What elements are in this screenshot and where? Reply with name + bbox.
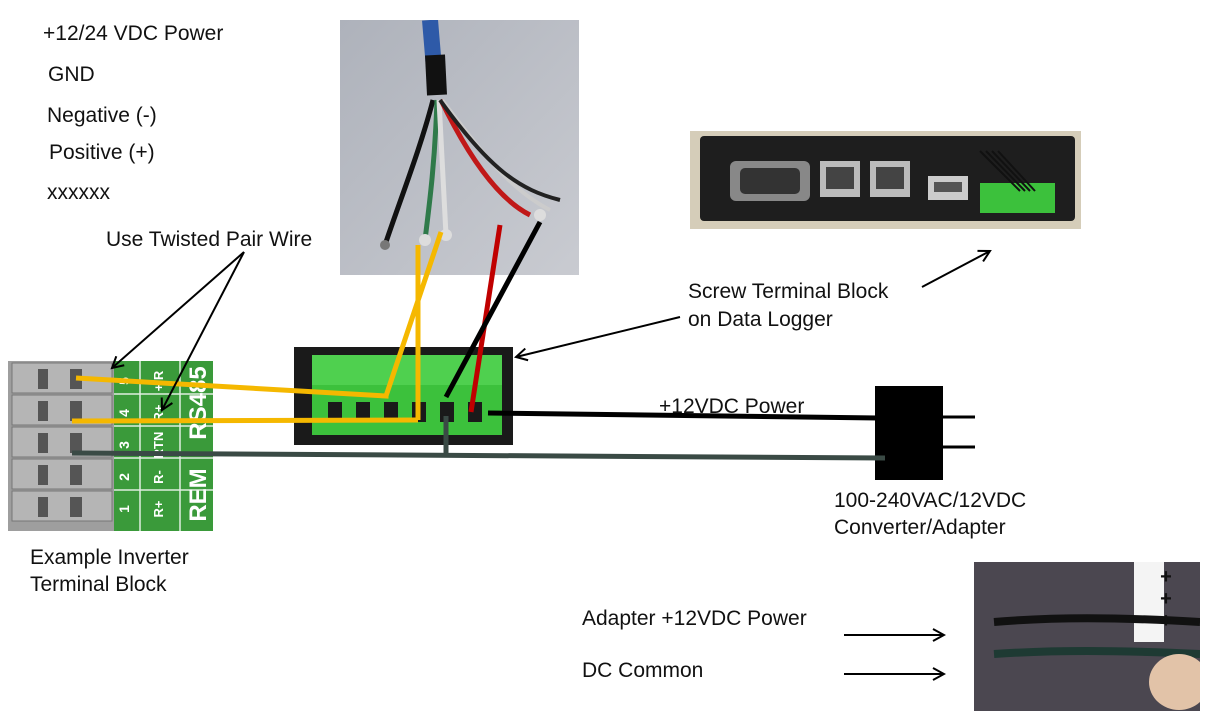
twisted-pair-up-a xyxy=(383,231,444,397)
inverter-terminal-drawing xyxy=(8,361,213,531)
data-logger-arrow xyxy=(921,251,990,288)
adapter-label-2: Converter/Adapter xyxy=(834,516,1006,539)
dc-common-label: DC Common xyxy=(582,659,704,682)
inverter-terminal-block xyxy=(8,361,213,531)
common-wire xyxy=(71,450,886,461)
adapter-wires-photo xyxy=(974,562,1200,711)
adapter-label-1: 100-240VAC/12VDC xyxy=(834,489,1027,512)
adapter-mark-3: + xyxy=(1160,610,1172,632)
legend-unused: xxxxxx xyxy=(47,181,110,204)
screw-terminal-label-2: on Data Logger xyxy=(688,308,833,331)
adapter-power-label: Adapter +12VDC Power xyxy=(582,607,807,630)
cable-photo-drawing xyxy=(340,20,579,275)
screw-terminal-label-1: Screw Terminal Block xyxy=(688,280,889,303)
twisted-pair-wire-a xyxy=(75,375,389,399)
legend-gnd: GND xyxy=(48,63,95,86)
black-wire xyxy=(443,220,543,399)
twisted-pair-arrow-b xyxy=(162,251,245,410)
adapter-wires-drawing xyxy=(974,562,1200,711)
power-wire xyxy=(487,410,879,421)
adapter-mark-2: + xyxy=(1160,588,1172,610)
power-line-label: +12VDC Power xyxy=(659,395,805,418)
legend-power: +12/24 VDC Power xyxy=(43,22,224,45)
screw-terminal-arrow xyxy=(516,316,681,357)
twisted-pair-arrow-a xyxy=(112,251,245,368)
legend-positive: Positive (+) xyxy=(49,141,155,164)
twisted-pair-label: Use Twisted Pair Wire xyxy=(106,228,313,251)
power-adapter-box xyxy=(875,386,943,480)
twisted-pair-wire-b xyxy=(71,417,419,424)
adapter-mark-1: + xyxy=(1160,566,1172,588)
legend-negative: Negative (-) xyxy=(47,104,157,127)
cable-photo xyxy=(340,20,579,275)
adapter-polarity-marks: + + + xyxy=(1156,566,1176,632)
data-logger-drawing xyxy=(690,131,1081,229)
inverter-label-1: Example Inverter xyxy=(30,546,189,569)
inverter-label-2: Terminal Block xyxy=(30,573,167,596)
data-logger-photo xyxy=(690,131,1081,229)
